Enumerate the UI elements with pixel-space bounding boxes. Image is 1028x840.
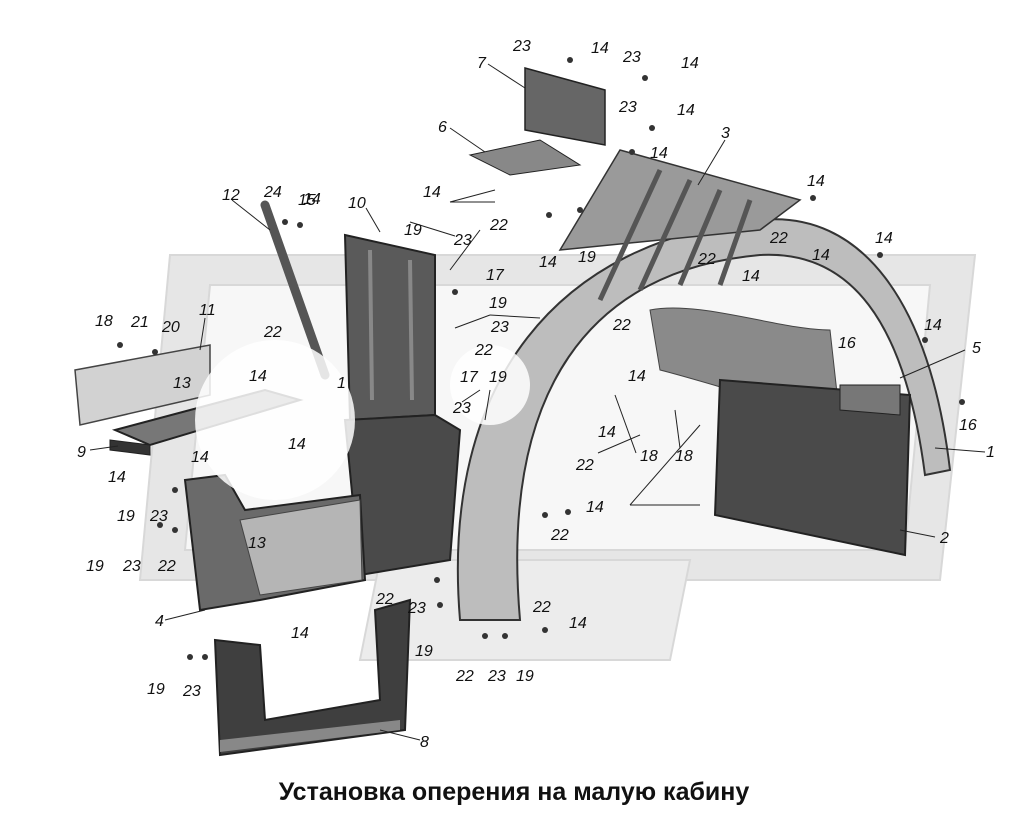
callout-22: 22	[489, 217, 508, 234]
bottom-step	[213, 598, 412, 757]
callout-14: 14	[677, 102, 695, 119]
callout-18: 18	[95, 313, 113, 330]
callout-17: 17	[460, 369, 479, 386]
callout-1: 1	[337, 375, 346, 392]
callout-14: 14	[924, 317, 942, 334]
diagram-caption: Установка оперения на малую кабину	[278, 778, 750, 806]
callout-14: 14	[303, 191, 321, 208]
callout-14: 14	[249, 368, 267, 385]
callout-22: 22	[455, 668, 474, 685]
callout-16: 16	[959, 417, 977, 434]
callout-19: 19	[489, 369, 507, 386]
callout-11: 11	[199, 302, 216, 319]
callout-23: 23	[618, 99, 637, 116]
callout-14: 14	[598, 424, 616, 441]
callout-22: 22	[157, 558, 176, 575]
callout-14: 14	[108, 469, 126, 486]
callout-22: 22	[697, 251, 716, 268]
callout-14: 14	[681, 55, 699, 72]
vertical-panel	[343, 233, 462, 577]
callout-6: 6	[438, 119, 447, 136]
callout-9: 9	[77, 444, 86, 461]
callout-18: 18	[640, 448, 658, 465]
callout-14: 14	[191, 449, 209, 466]
callout-23: 23	[487, 668, 506, 685]
callout-14: 14	[423, 184, 441, 201]
callout-23: 23	[452, 400, 471, 417]
leader-lines	[89, 63, 986, 741]
cutout-shapes	[195, 340, 530, 500]
callout-19: 19	[415, 643, 433, 660]
callout-14: 14	[628, 368, 646, 385]
callout-23: 23	[490, 319, 509, 336]
callout-22: 22	[474, 342, 493, 359]
callout-12: 12	[222, 187, 240, 204]
callout-14: 14	[288, 436, 306, 453]
callout-23: 23	[407, 600, 426, 617]
callout-10: 10	[348, 195, 366, 212]
callout-16: 16	[838, 335, 856, 352]
callout-23: 23	[622, 49, 641, 66]
callout-2: 2	[939, 530, 949, 547]
callout-22: 22	[263, 324, 282, 341]
callout-22: 22	[575, 457, 594, 474]
callout-14: 14	[291, 625, 309, 642]
callout-14: 14	[812, 247, 830, 264]
rear-fender-arch	[456, 149, 952, 621]
callout-14: 14	[591, 40, 609, 57]
callout-23: 23	[122, 558, 141, 575]
callout-3: 3	[721, 125, 730, 142]
callout-14: 14	[650, 145, 668, 162]
callout-22: 22	[532, 599, 551, 616]
callout-13: 13	[173, 375, 191, 392]
callout-24: 24	[263, 184, 282, 201]
callout-14: 14	[742, 268, 760, 285]
callout-22: 22	[769, 230, 788, 247]
callout-labels: 1 1 2 3 4 5 6 7 8 9 10 11 12 13 13 14 14…	[77, 38, 995, 751]
callout-1: 1	[986, 444, 995, 461]
callout-8: 8	[420, 734, 429, 751]
callout-19: 19	[404, 222, 422, 239]
callout-19: 19	[516, 668, 534, 685]
callout-13: 13	[248, 535, 266, 552]
callout-7: 7	[477, 55, 487, 72]
callout-17: 17	[486, 267, 505, 284]
callout-14: 14	[875, 230, 893, 247]
callout-19: 19	[147, 681, 165, 698]
callout-21: 21	[130, 314, 149, 331]
callout-20: 20	[161, 319, 180, 336]
callout-14: 14	[586, 499, 604, 516]
callout-19: 19	[489, 295, 507, 312]
callout-23: 23	[149, 508, 168, 525]
callout-5: 5	[972, 340, 981, 357]
callout-22: 22	[612, 317, 631, 334]
callout-14: 14	[807, 173, 825, 190]
callout-19: 19	[86, 558, 104, 575]
callout-14: 14	[569, 615, 587, 632]
support-rod	[260, 200, 330, 380]
callout-23: 23	[453, 232, 472, 249]
callout-4: 4	[155, 613, 164, 630]
callout-19: 19	[117, 508, 135, 525]
callout-23: 23	[512, 38, 531, 55]
callout-14: 14	[539, 254, 557, 271]
fastener-dots	[117, 57, 965, 660]
callout-19: 19	[578, 249, 596, 266]
callout-18: 18	[675, 448, 693, 465]
callout-22: 22	[550, 527, 569, 544]
callout-22: 22	[375, 591, 394, 608]
upper-bracket	[468, 67, 606, 176]
callout-15: 15	[298, 192, 316, 209]
mud-flap	[713, 378, 912, 557]
callout-23: 23	[182, 683, 201, 700]
